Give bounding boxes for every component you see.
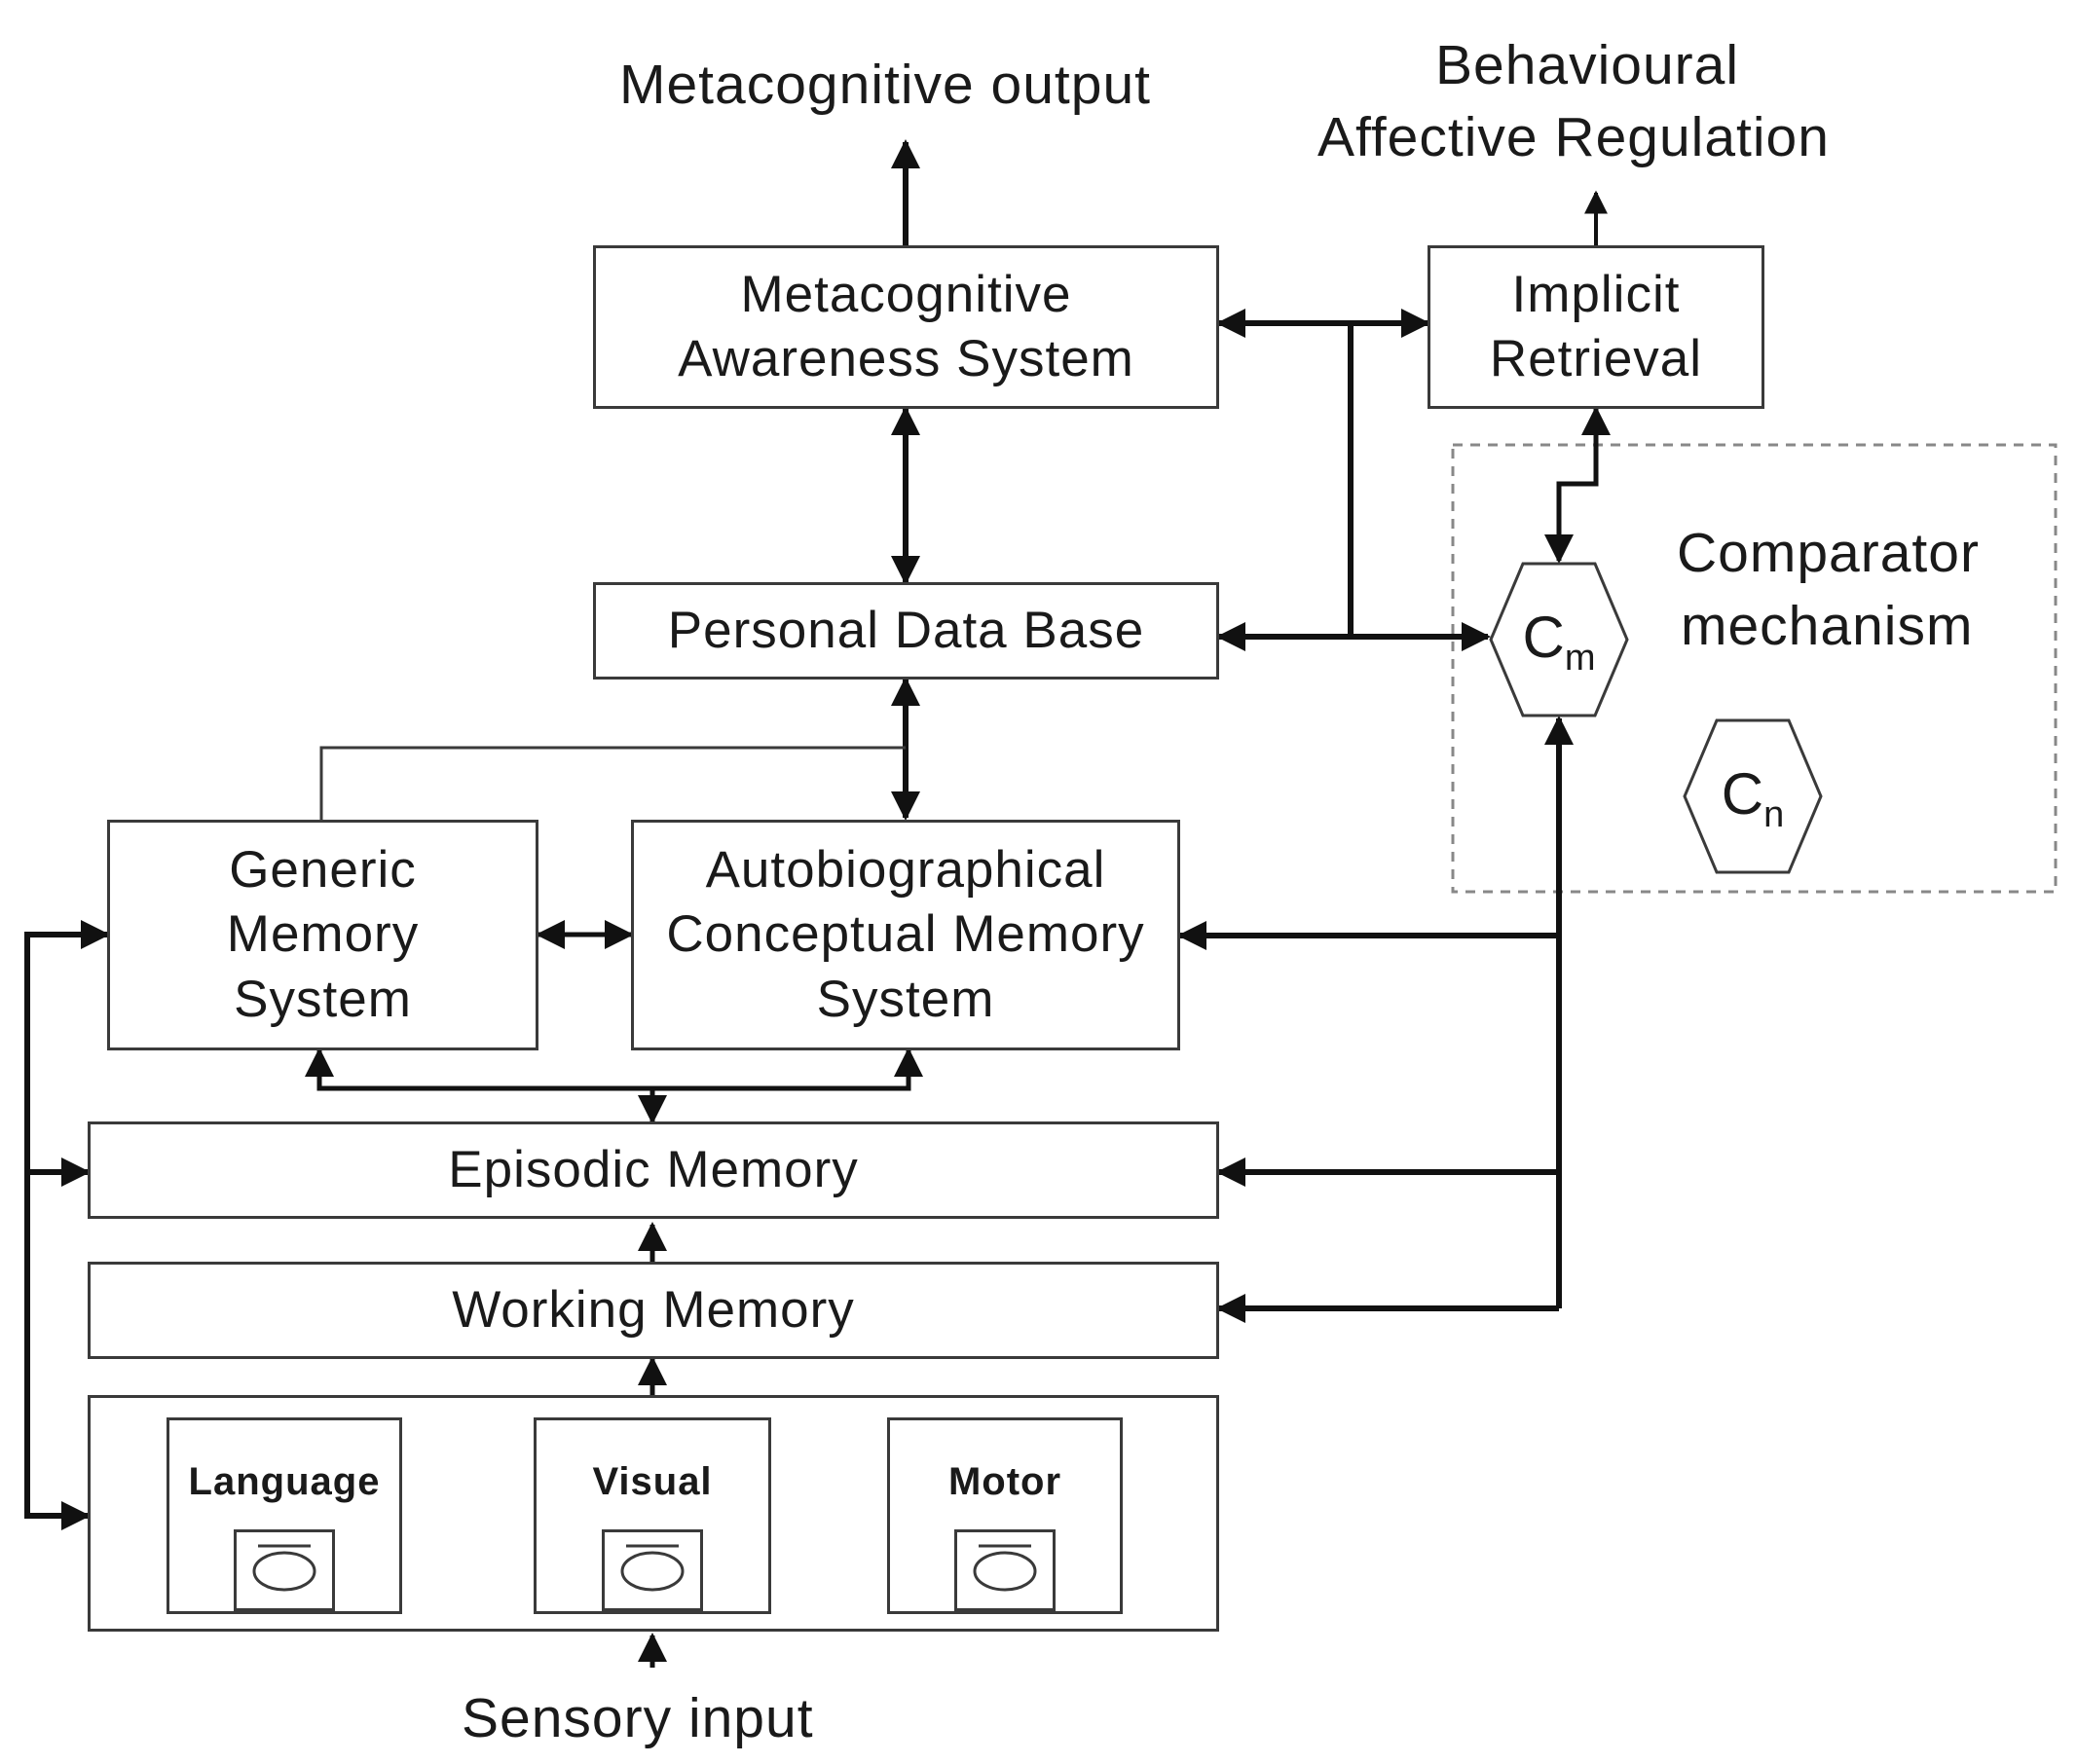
box-line: Personal Data Base	[667, 601, 1145, 659]
metacognitive-output-label: Metacognitive output	[619, 54, 1151, 116]
box-line: Conceptual Memory	[666, 905, 1145, 964]
box-line: Memory	[226, 905, 420, 964]
cn-label: Cn	[1682, 760, 1824, 836]
modality-label: Motor	[947, 1460, 1062, 1503]
left-bus	[24, 920, 110, 1530]
generic-memory-box: Generic Memory System	[107, 820, 538, 1050]
arrow-episodic-gms	[305, 1047, 652, 1091]
box-line: Metacognitive	[740, 265, 1072, 323]
box-line: Working Memory	[452, 1280, 855, 1339]
implicit-retrieval-box: Implicit Retrieval	[1428, 245, 1764, 409]
hexagon-shape	[1683, 718, 1823, 874]
cn-base: C	[1721, 761, 1764, 827]
cm-label: Cm	[1488, 604, 1630, 680]
comparator-label-line2: mechanism	[1681, 595, 1974, 657]
sensory-input-label: Sensory input	[462, 1687, 814, 1749]
cn-sub: n	[1763, 794, 1785, 835]
autobiographical-memory-box: Autobiographical Conceptual Memory Syste…	[631, 820, 1180, 1050]
cm-base: C	[1522, 605, 1565, 670]
brain-scan-icon	[954, 1529, 1056, 1611]
metacognitive-awareness-box: Metacognitive Awareness System	[593, 245, 1219, 409]
modality-label: Visual	[592, 1460, 713, 1503]
modality-language: Language	[167, 1417, 402, 1614]
box-line: Awareness System	[678, 330, 1134, 387]
arrow-episodic-acms	[652, 1047, 923, 1091]
comparator-region	[1451, 443, 2058, 894]
brain-scan-icon	[602, 1529, 703, 1611]
link-gms-pdb	[319, 746, 906, 820]
box-line: Generic	[229, 841, 417, 900]
box-line: System	[816, 970, 995, 1028]
behavioural-label-line1: Behavioural	[1435, 34, 1740, 96]
modality-visual: Visual	[534, 1417, 771, 1614]
box-line: Retrieval	[1489, 330, 1703, 387]
modality-label: Language	[188, 1460, 381, 1503]
episodic-memory-box: Episodic Memory	[88, 1121, 1219, 1219]
cm-sub: m	[1564, 638, 1596, 679]
box-line: Autobiographical	[705, 841, 1106, 900]
comparator-label-line1: Comparator	[1677, 522, 1980, 584]
behavioural-label-line2: Affective Regulation	[1317, 106, 1830, 168]
box-line: Episodic Memory	[448, 1140, 859, 1198]
personal-data-base-box: Personal Data Base	[593, 582, 1219, 680]
comparator-cn: Cn	[1682, 717, 1824, 875]
sensory-modalities-box: Language Visual Motor	[88, 1395, 1219, 1632]
box-line: System	[234, 970, 412, 1028]
modality-motor: Motor	[887, 1417, 1123, 1614]
working-memory-box: Working Memory	[88, 1262, 1219, 1359]
arrow-ir-cm	[1544, 406, 1611, 564]
brain-scan-icon	[234, 1529, 335, 1611]
hexagon-shape	[1489, 562, 1629, 717]
box-line: Implicit	[1511, 265, 1681, 323]
comparator-cm: Cm	[1488, 561, 1630, 718]
